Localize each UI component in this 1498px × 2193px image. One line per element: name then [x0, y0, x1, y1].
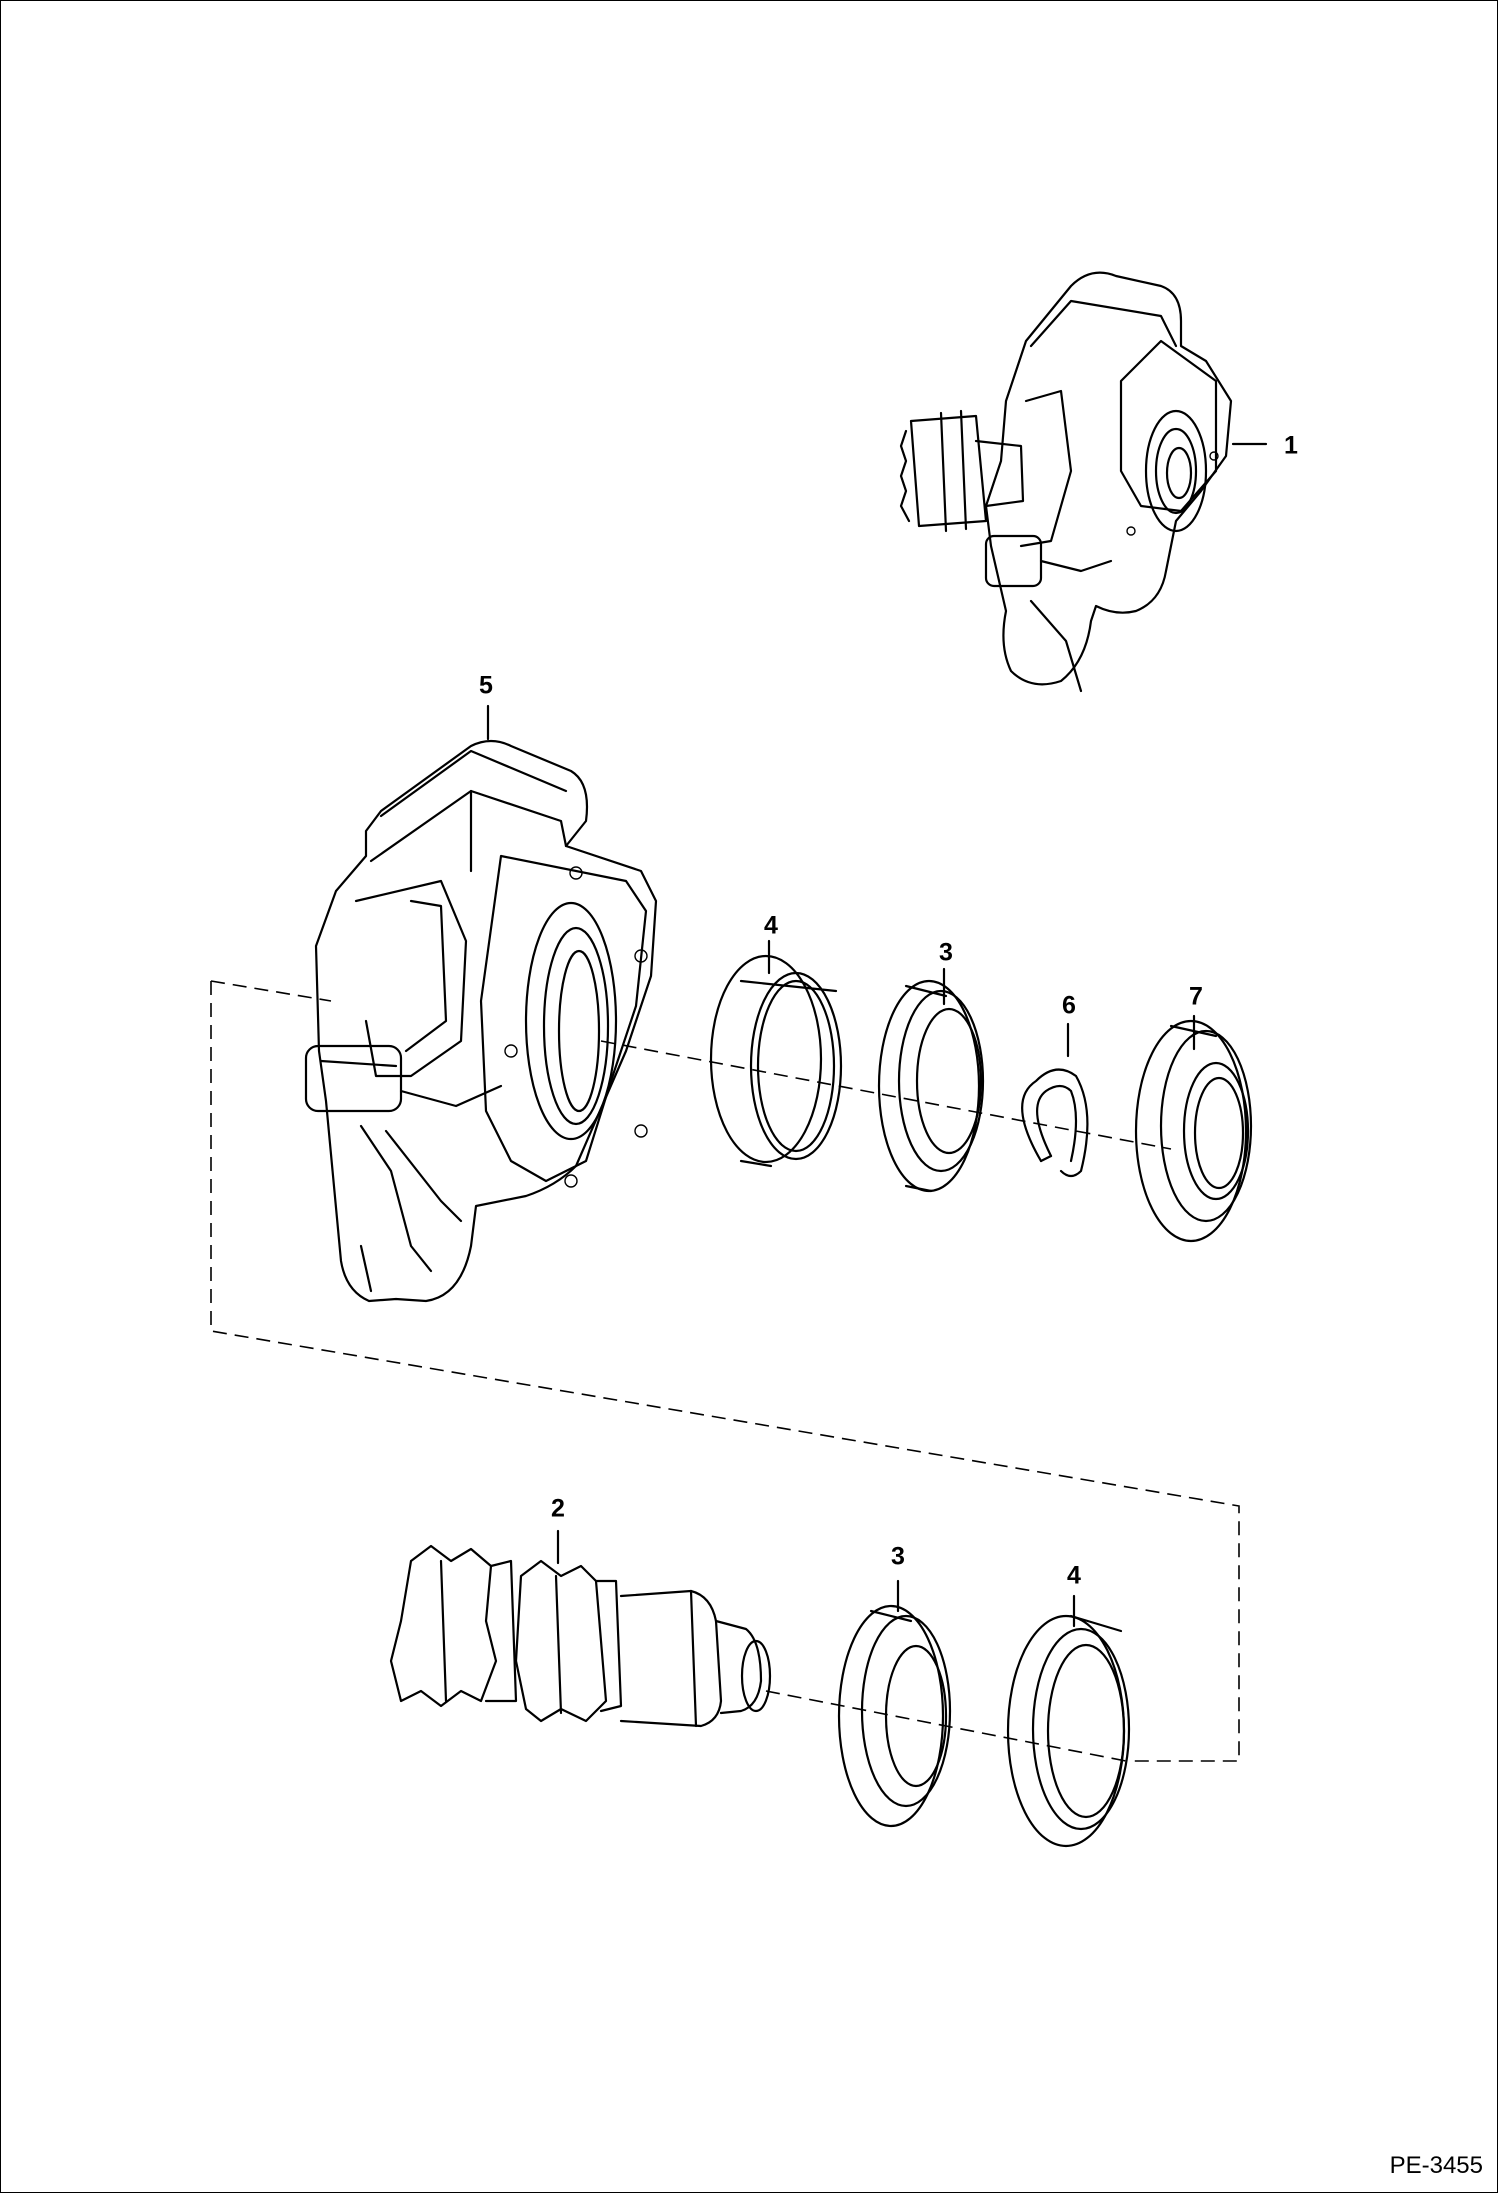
bearing-cone-3-lower [837, 1604, 952, 1828]
callout-4-upper: 4 [764, 911, 778, 940]
center-line-lower [765, 1690, 1127, 1762]
bearing-cup-4-upper [709, 954, 843, 1168]
callout-3-lower: 3 [891, 1542, 905, 1571]
callout-4-lower: 4 [1067, 1561, 1081, 1590]
callout-6: 6 [1062, 991, 1076, 1020]
alignment-frame-top [210, 980, 332, 1002]
center-line-upper [600, 1040, 1172, 1150]
callout-3-upper: 3 [939, 938, 953, 967]
assembled-sprocket-housing [899, 271, 1233, 693]
figure-reference-code: PE-3455 [1389, 2152, 1483, 2179]
seal-7 [1134, 1019, 1253, 1243]
callout-1: 1 [1284, 431, 1298, 460]
housing-part-5 [304, 739, 658, 1303]
alignment-frame [210, 981, 1240, 1762]
bearing-cup-4-lower [1006, 1614, 1131, 1848]
bearing-cone-3-upper [877, 979, 985, 1193]
snap-ring-6 [1021, 1068, 1089, 1178]
callout-7: 7 [1189, 982, 1203, 1011]
callout-5: 5 [479, 671, 493, 700]
callout-2: 2 [551, 1494, 565, 1523]
sprocket-shaft-2 [389, 1544, 772, 1728]
